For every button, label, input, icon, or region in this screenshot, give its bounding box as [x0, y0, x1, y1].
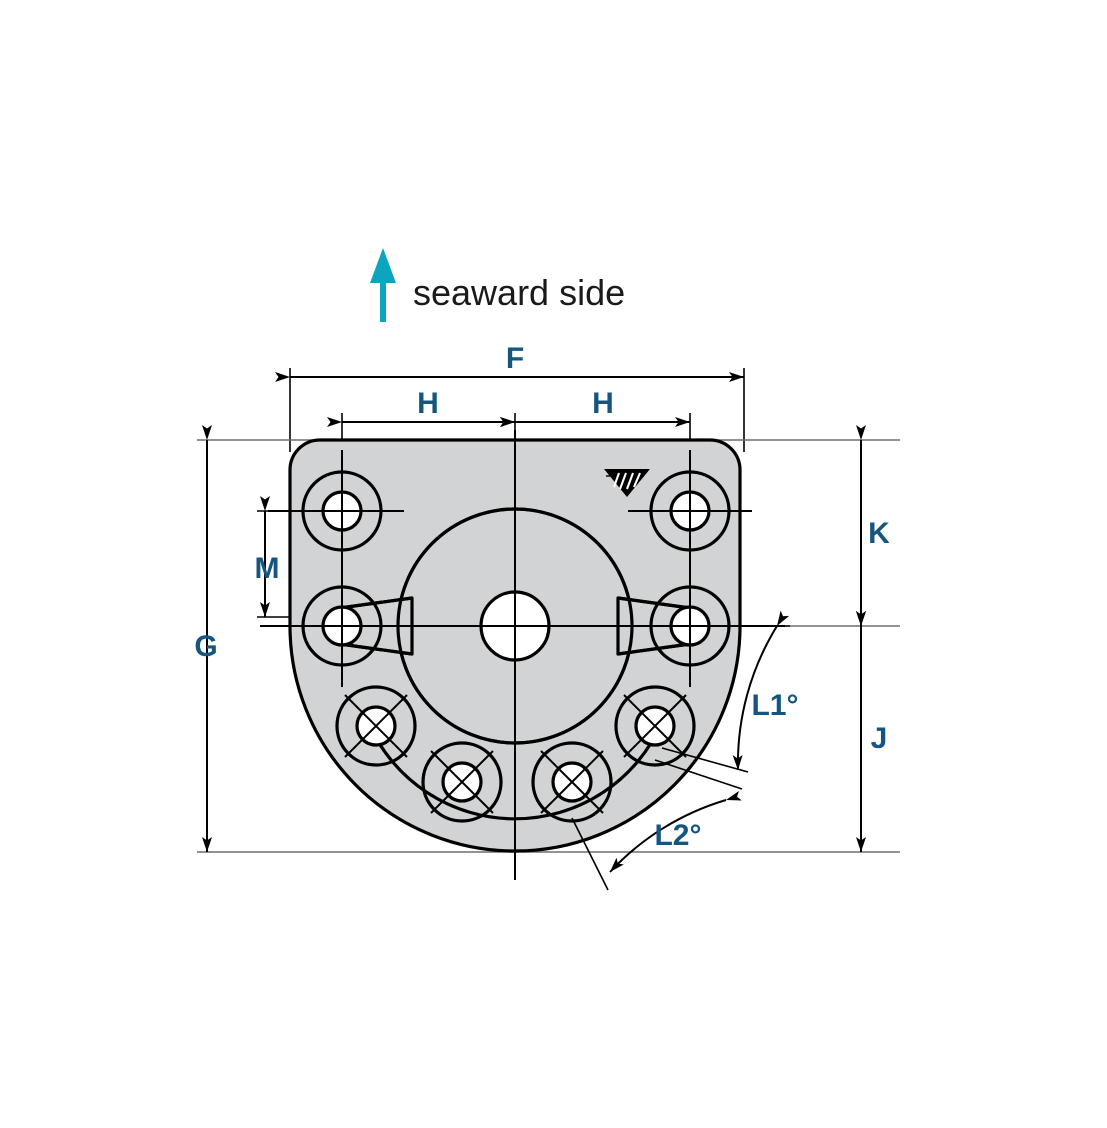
dimension-label-H-right: H [592, 387, 614, 420]
dimension-H-right: H [500, 387, 690, 427]
dimension-label-G: G [194, 630, 217, 663]
dimension-J: J [856, 611, 888, 852]
centrelines [260, 430, 785, 880]
dimension-L2: L2° [571, 759, 743, 891]
lower-bolt-hole-4 [614, 685, 696, 767]
seaward-side-note: seaward side [370, 248, 625, 322]
dimension-label-K: K [868, 517, 890, 550]
dimension-F: F [275, 342, 744, 382]
dimension-M: M [255, 496, 280, 617]
dimension-label-L2: L2° [654, 819, 701, 852]
dimension-label-F: F [506, 342, 524, 375]
lower-bolt-hole-2 [421, 741, 503, 823]
dimension-G: G [194, 425, 218, 852]
dimension-label-L1: L1° [751, 689, 798, 722]
surface-finish-icon [604, 469, 650, 497]
dimension-label-H-left: H [417, 387, 439, 420]
dimension-K: K [856, 425, 890, 626]
dimension-label-J: J [871, 722, 888, 755]
dimension-L1: L1° [661, 610, 799, 773]
seaward-arrow-icon [370, 248, 396, 322]
lower-bolt-hole-3 [531, 741, 613, 823]
dimension-label-M: M [255, 552, 280, 585]
dimension-H-left: H [327, 387, 515, 427]
seaward-side-label: seaward side [413, 272, 625, 313]
lower-bolt-hole-1 [335, 685, 417, 767]
